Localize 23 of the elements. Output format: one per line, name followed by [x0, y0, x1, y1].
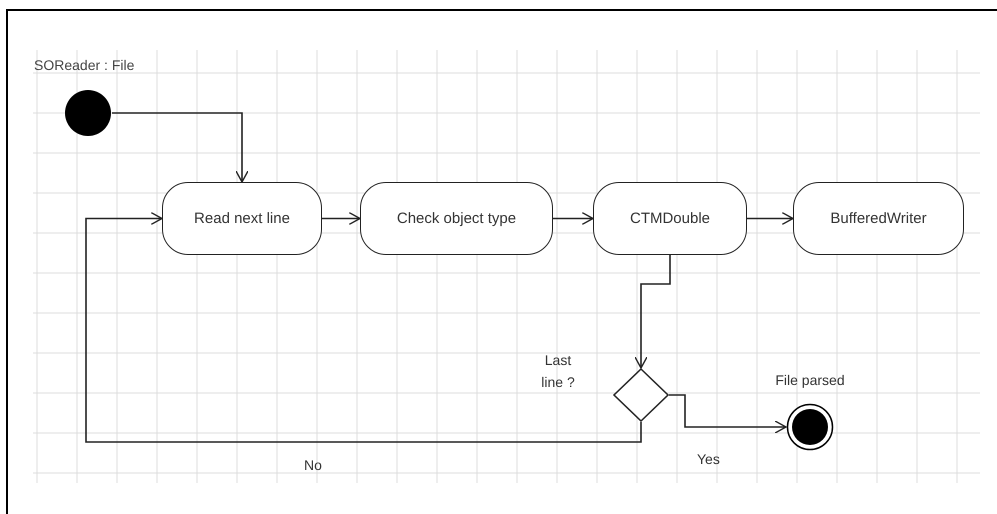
arrow: [85, 212, 642, 443]
final-node: [786, 403, 834, 451]
arrow: [553, 212, 594, 226]
arrow: [747, 212, 794, 226]
action-box: [162, 182, 322, 255]
edge-label: No: [304, 457, 322, 473]
arrow: [322, 212, 361, 226]
arrow: [634, 255, 671, 369]
node-caption: File parsed: [774, 371, 846, 390]
edge-label: Yes: [697, 451, 720, 467]
action-label: BufferedWriter: [830, 210, 927, 227]
action-label: CTMDouble: [630, 210, 710, 227]
arrow: [112, 112, 249, 183]
action-label: Read next line: [194, 210, 290, 227]
node-caption: Last line ?: [540, 351, 576, 392]
decision-diamond: [613, 368, 669, 422]
action-box: [793, 182, 964, 255]
swimlane-title: SOReader : File: [34, 57, 134, 73]
action-label: Check object type: [396, 210, 516, 227]
action-box: [593, 182, 747, 255]
action-box: [360, 182, 553, 255]
arrow: [669, 394, 787, 434]
initial-node: [64, 89, 112, 137]
